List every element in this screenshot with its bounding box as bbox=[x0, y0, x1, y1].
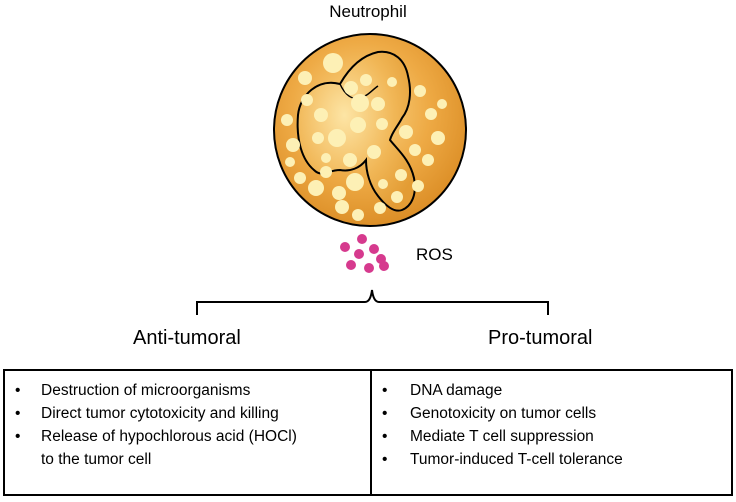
bullet: • bbox=[382, 382, 388, 399]
split-brace bbox=[196, 289, 549, 315]
bullet: • bbox=[382, 405, 388, 422]
pro-tumoral-heading: Pro-tumoral bbox=[488, 327, 593, 349]
list-item: •Destruction of microorganisms bbox=[5, 379, 370, 402]
list-item: •DNA damage bbox=[372, 379, 731, 402]
anti-tumoral-box: •Destruction of microorganisms •Direct t… bbox=[3, 369, 372, 496]
neutrophil-title: Neutrophil bbox=[329, 2, 407, 21]
list-item: •Direct tumor cytotoxicity and killing bbox=[5, 402, 370, 425]
list-item: •Tumor-induced T-cell tolerance bbox=[372, 448, 731, 471]
pro-tumoral-box: •DNA damage •Genotoxicity on tumor cells… bbox=[370, 369, 733, 496]
bullet: • bbox=[15, 428, 21, 445]
anti-tumoral-heading: Anti-tumoral bbox=[133, 327, 241, 349]
ros-label: ROS bbox=[416, 245, 453, 264]
list-item-continuation: to the tumor cell bbox=[41, 451, 152, 468]
bullet: • bbox=[15, 405, 21, 422]
anti-tumoral-list: •Destruction of microorganisms •Direct t… bbox=[5, 371, 370, 471]
granules bbox=[281, 53, 447, 221]
bullet: • bbox=[382, 428, 388, 445]
ros-dots bbox=[340, 234, 389, 273]
list-item: •Release of hypochlorous acid (HOCl) bbox=[5, 425, 370, 448]
bullet: • bbox=[382, 451, 388, 468]
list-item: •Genotoxicity on tumor cells bbox=[372, 402, 731, 425]
list-item: •Mediate T cell suppression bbox=[372, 425, 731, 448]
bullet: • bbox=[15, 382, 21, 399]
pro-tumoral-list: •DNA damage •Genotoxicity on tumor cells… bbox=[372, 371, 731, 471]
